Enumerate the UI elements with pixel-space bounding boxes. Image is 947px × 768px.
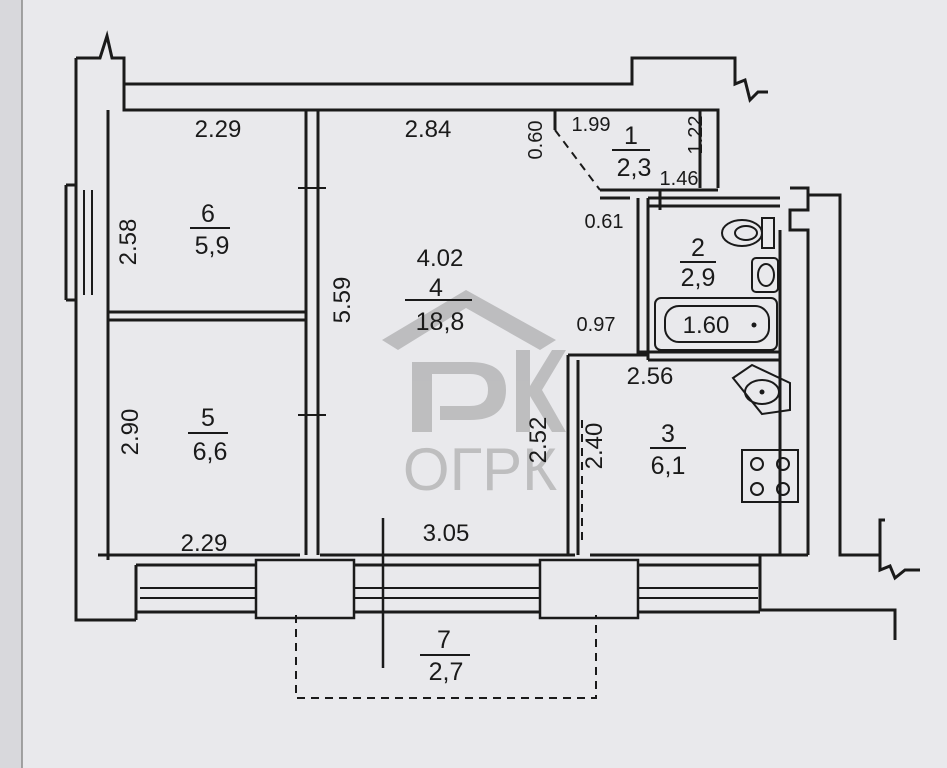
- outer-walls: [64, 30, 920, 640]
- dim-r3-side: 2.40: [581, 423, 608, 470]
- kitchen-sink-fixture: [731, 363, 791, 416]
- room-6-number: 6: [201, 200, 215, 228]
- room-5-area: 6,6: [193, 438, 228, 466]
- dim-r4-top: 2.84: [405, 116, 452, 143]
- dim-r5-bottom: 2.29: [181, 530, 228, 557]
- room-5-number: 5: [201, 404, 215, 432]
- washbasin-fixture: [751, 257, 779, 293]
- watermark-logo: [382, 290, 566, 432]
- room-fraction-lines: [188, 149, 716, 656]
- dim-r1-d: 1.46: [660, 168, 699, 190]
- dim-r3-top: 2.56: [627, 363, 674, 390]
- paper-edge: [0, 0, 22, 768]
- room-1-area: 2,3: [617, 154, 652, 182]
- room-3-number: 3: [661, 420, 675, 448]
- room-2-number: 2: [691, 234, 705, 262]
- dim-r4-bottom: 3.05: [423, 520, 470, 547]
- dim-r1-c: 1.22: [685, 116, 707, 155]
- bathtub-fixture: [654, 297, 778, 351]
- room-2-area: 2,9: [681, 264, 716, 292]
- toilet-fixture: [721, 217, 775, 249]
- balcony-outline: [295, 615, 597, 699]
- room-4-area: 18,8: [416, 308, 465, 336]
- bath-drain: [751, 322, 757, 328]
- room-7-area: 2,7: [429, 658, 464, 686]
- room-3-area: 6,1: [651, 452, 686, 480]
- room-7-number: 7: [437, 626, 451, 654]
- room-labels: 1 2,3 2 2,9 3 6,1 4 18,8 5 6,6 6 5,9 7 2…: [193, 122, 716, 686]
- watermark-text: ОГРК: [403, 436, 557, 503]
- interior-walls: [108, 110, 780, 555]
- dim-r4-width: 4.02: [417, 245, 464, 272]
- bottom-windows: [140, 558, 758, 620]
- dimension-labels: 2.29 2.58 2.90 2.29 2.84 4.02 5.59 3.05 …: [115, 114, 757, 557]
- dim-r4-side: 5.59: [329, 277, 356, 324]
- room-6-area: 5,9: [195, 232, 230, 260]
- dim-r1-a: 0.60: [525, 121, 547, 160]
- room-4-number: 4: [429, 274, 443, 302]
- dim-r4-niche: 0.97: [577, 314, 616, 336]
- room-1-number: 1: [624, 122, 638, 150]
- dim-r4-doorway: 0.61: [585, 211, 624, 233]
- dim-r5-side: 2.90: [117, 409, 144, 456]
- dim-r6-side: 2.58: [115, 219, 142, 266]
- dim-bath: 1.60: [683, 312, 730, 339]
- dim-r4-corridor: 2.52: [525, 417, 552, 464]
- stove-fixture: [741, 449, 799, 503]
- dim-r1-b: 1.99: [572, 114, 611, 136]
- dim-r6-top: 2.29: [195, 116, 242, 143]
